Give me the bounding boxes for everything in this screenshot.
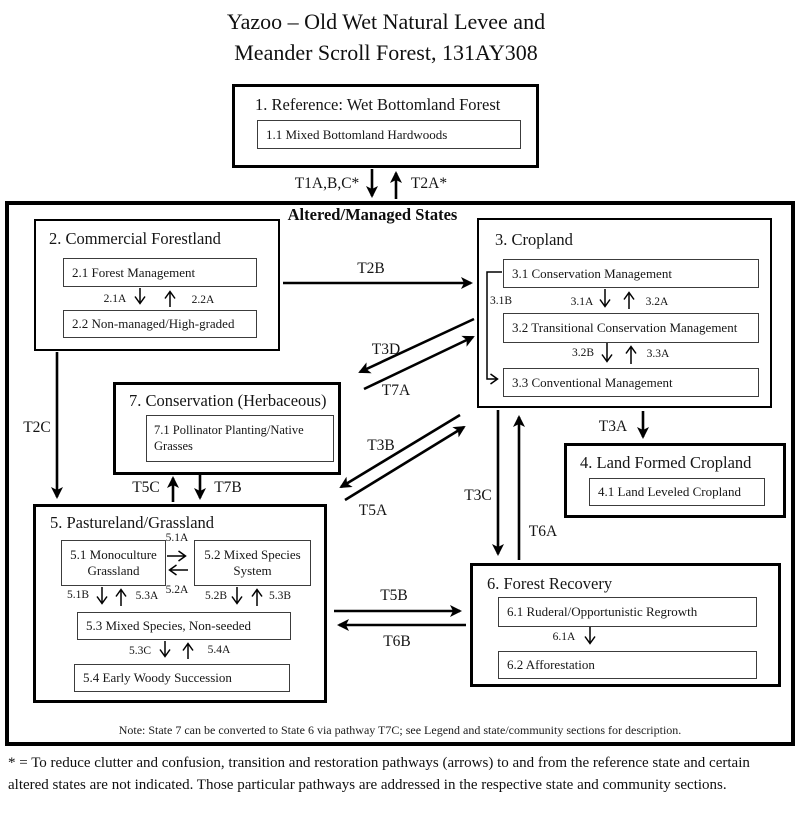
transition-label-t3d: T3D (371, 341, 401, 358)
community-7-1-box: 7.1 Pollinator Planting/Native Grasses (146, 415, 334, 462)
community-5-3-box: 5.3 Mixed Species, Non-seeded (77, 612, 291, 640)
pathway-label-3-1b: 3.1B (489, 295, 513, 307)
pathway-label-3-2b: 3.2B (571, 347, 595, 359)
pathway-label-5-2b: 5.2B (204, 590, 228, 602)
transition-label-t3a: T3A (598, 418, 628, 435)
community-5-1-box: 5.1 Monoculture Grassland (61, 540, 166, 586)
state-2-box: 2. Commercial Forestland 2.1 Forest Mana… (34, 219, 280, 351)
state-7-box: 7. Conservation (Herbaceous) 7.1 Pollina… (113, 382, 341, 475)
pathway-label-5-3b: 5.3B (268, 590, 292, 602)
transition-label-t7a: T7A (381, 382, 411, 399)
state-5-title: 5. Pastureland/Grassland (50, 513, 215, 532)
transition-label-t6a: T6A (528, 523, 558, 540)
pathway-label-3-1a: 3.1A (570, 296, 594, 308)
state-3-box: 3. Cropland 3.1 Conservation Management … (477, 218, 772, 408)
pathway-label-5-1b: 5.1B (66, 589, 90, 601)
transition-label-t6b: T6B (383, 633, 411, 650)
state-6-title: 6. Forest Recovery (487, 574, 613, 593)
community-4-1-box: 4.1 Land Leveled Cropland (589, 478, 765, 506)
community-5-2-box: 5.2 Mixed Species System (194, 540, 311, 586)
pathway-label-2-2a: 2.2A (191, 294, 215, 306)
state-5-box: 5. Pastureland/Grassland 5.1 Monoculture… (33, 504, 327, 703)
state-7-title: 7. Conservation (Herbaceous) (129, 391, 327, 410)
diagram-title: Yazoo – Old Wet Natural Levee and Meande… (0, 6, 772, 68)
diagram-title-line1: Yazoo – Old Wet Natural Levee and (226, 9, 546, 34)
transition-label-t3b: T3B (367, 437, 395, 454)
community-6-2-box: 6.2 Afforestation (498, 651, 757, 679)
pathway-label-5-3a: 5.3A (135, 590, 159, 602)
container-note: Note: State 7 can be converted to State … (118, 723, 682, 737)
pathway-label-5-1a: 5.1A (165, 532, 189, 544)
community-5-4-box: 5.4 Early Woody Succession (74, 664, 290, 692)
transition-label-t5b: T5B (380, 587, 408, 604)
state-1-title: 1. Reference: Wet Bottomland Forest (255, 95, 501, 114)
community-3-2-box: 3.2 Transitional Conservation Management (503, 313, 759, 343)
state-4-box: 4. Land Formed Cropland 4.1 Land Leveled… (564, 443, 786, 518)
diagram-title-line2: Meander Scroll Forest, 131AY308 (234, 40, 538, 65)
community-2-1-box: 2.1 Forest Management (63, 258, 257, 287)
transition-label-t3c: T3C (464, 487, 492, 504)
community-1-1-box: 1.1 Mixed Bottomland Hardwoods (257, 120, 521, 149)
pathway-label-5-4a: 5.4A (207, 644, 231, 656)
state-4-title: 4. Land Formed Cropland (580, 453, 752, 472)
transition-label-t7b: T7B (214, 479, 242, 496)
state-2-title: 2. Commercial Forestland (49, 229, 221, 248)
transition-label-t5a: T5A (358, 502, 388, 519)
pathway-label-3-3a: 3.3A (646, 348, 670, 360)
transition-label-t1: T1A,B,C* (294, 175, 360, 192)
community-3-1-box: 3.1 Conservation Management (503, 259, 759, 288)
community-6-1-box: 6.1 Ruderal/Opportunistic Regrowth (498, 597, 757, 627)
footnote: * = To reduce clutter and confusion, tra… (8, 755, 750, 793)
state-6-box: 6. Forest Recovery 6.1 Ruderal/Opportuni… (470, 563, 781, 687)
pathway-label-2-1a: 2.1A (103, 293, 127, 305)
pathway-label-6-1a: 6.1A (552, 631, 576, 643)
transition-label-t2b: T2B (357, 260, 385, 277)
pathway-label-3-2a: 3.2A (645, 296, 669, 308)
pathway-label-5-2a: 5.2A (165, 584, 189, 596)
state-1-reference-box: 1. Reference: Wet Bottomland Forest 1.1 … (232, 84, 539, 168)
transition-label-t2a: T2A* (410, 175, 448, 192)
transition-label-t5c: T5C (132, 479, 160, 496)
pathway-label-5-3c: 5.3C (128, 645, 152, 657)
community-3-3-box: 3.3 Conventional Management (503, 368, 759, 397)
community-2-2-box: 2.2 Non-managed/High-graded (63, 310, 257, 338)
transition-label-t2c: T2C (23, 419, 51, 436)
container-title: Altered/Managed States (287, 205, 458, 224)
state-3-title: 3. Cropland (495, 230, 573, 249)
